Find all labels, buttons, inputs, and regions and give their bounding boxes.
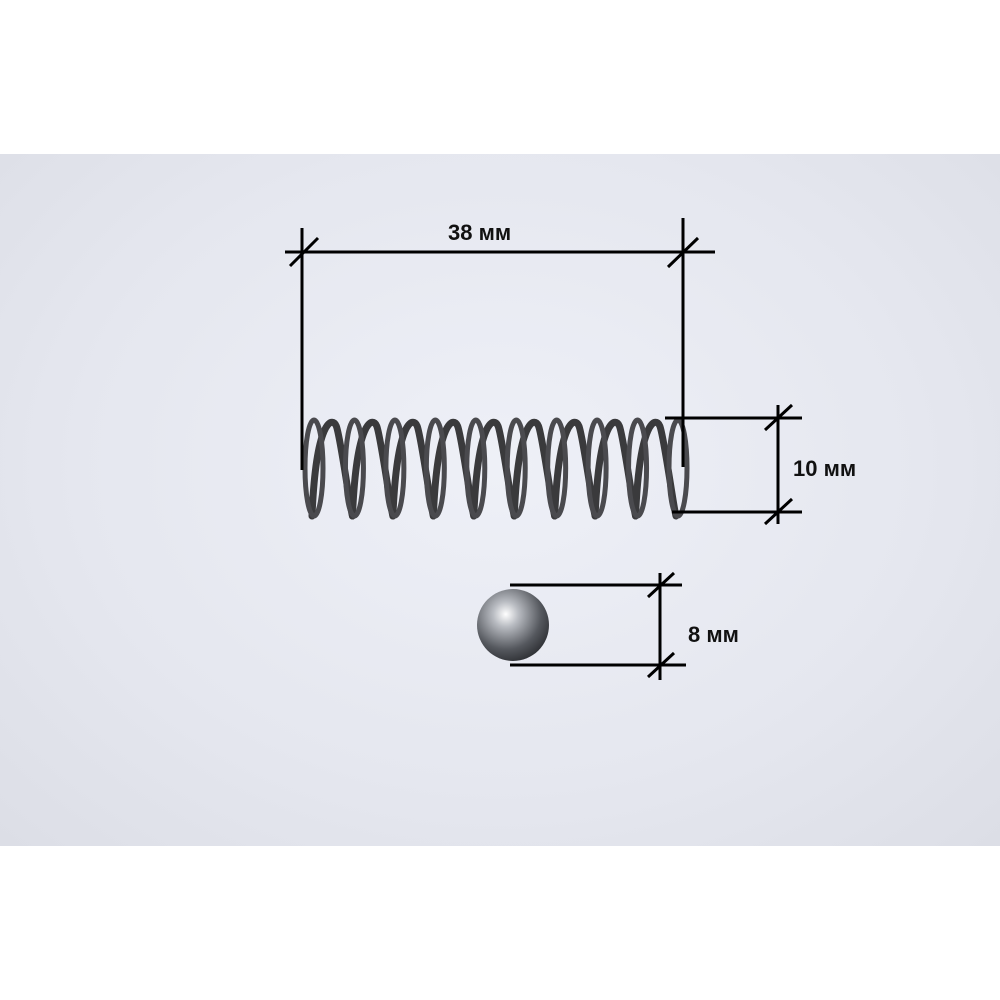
spring-coil-edge (423, 417, 447, 519)
dimension-lines (285, 218, 802, 680)
spring-coil-edge (626, 417, 650, 519)
spring-coil-edge (383, 417, 407, 519)
spring-coil-edge (585, 417, 609, 519)
diameter-label: 10 мм (793, 456, 856, 481)
spring-coil-edge (302, 417, 326, 519)
spring-coil-edge (504, 417, 528, 519)
spring-coil-edge (666, 417, 690, 519)
ball-diameter-label: 8 мм (688, 622, 739, 647)
spring-coil-edge (464, 417, 488, 519)
spring-coil-edge (545, 417, 569, 519)
steel-ball (477, 589, 549, 661)
spring (302, 417, 690, 520)
spring-coil-edge (342, 417, 366, 519)
length-label: 38 мм (448, 220, 511, 245)
photo-background (0, 154, 1000, 846)
